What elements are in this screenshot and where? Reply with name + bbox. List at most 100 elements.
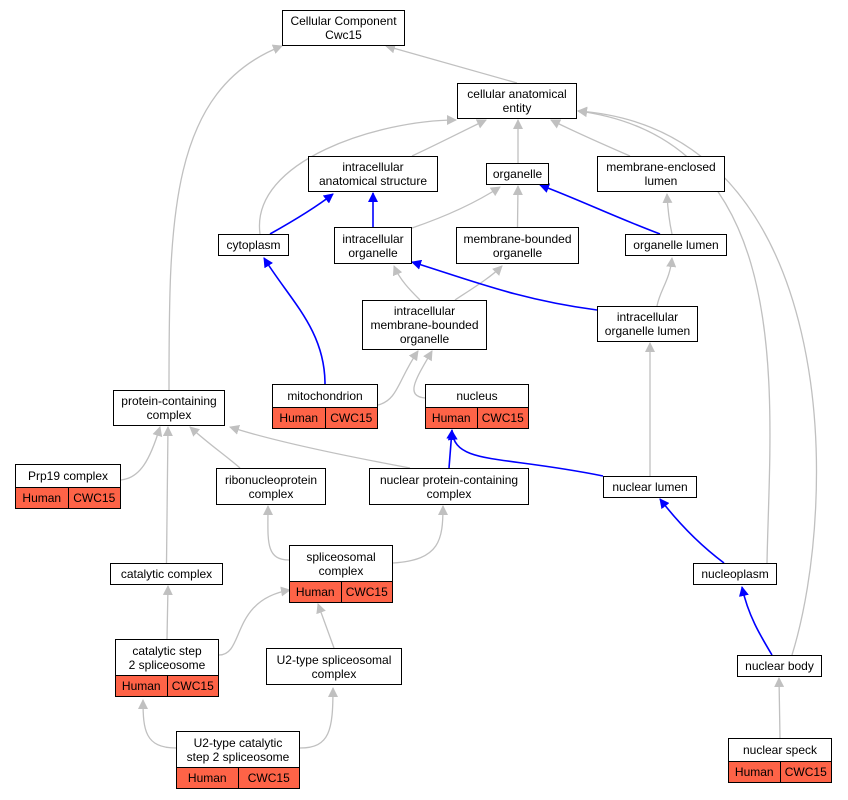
edge-is-a-pcc-to-root xyxy=(168,44,283,391)
edge-is-a-npl-to-cae xyxy=(577,107,771,564)
annotation-species[interactable]: Human xyxy=(121,679,161,693)
annotation-row: Human CWC15 xyxy=(116,675,218,696)
go-term-label-line: nucleoplasm xyxy=(701,567,769,581)
go-term-label-line: intracellular xyxy=(393,304,456,318)
edge-is-a-cs2-to-spl xyxy=(218,586,291,656)
annotation-row: Human CWC15 xyxy=(290,581,392,602)
go-term-label-line: membrane-bounded xyxy=(463,231,572,246)
edge-is-a-imbo-to-iorg xyxy=(392,265,421,301)
annotation-gene[interactable]: CWC15 xyxy=(340,582,393,602)
go-term-label-line: complex xyxy=(311,666,357,681)
annotation-gene[interactable]: CWC15 xyxy=(166,676,219,696)
annotation-gene[interactable]: CWC15 xyxy=(237,768,300,788)
edge-part-of-cyt-to-ias xyxy=(269,193,334,235)
edge-is-a-npcc-to-pcc xyxy=(229,425,411,469)
edge-is-a-nspeck-to-nbody xyxy=(774,677,785,739)
annotation-gene[interactable]: CWC15 xyxy=(476,408,529,428)
go-term-label-line: complex xyxy=(318,563,364,578)
go-term-label-line: U2-type catalytic xyxy=(193,735,283,750)
annotation-row: Human CWC15 xyxy=(729,761,831,782)
annotation-species[interactable]: Human xyxy=(279,411,319,425)
go-term-label-line: Cellular Component xyxy=(290,14,397,28)
annotation-species[interactable]: Human xyxy=(734,765,774,779)
go-term-label: mitochondrion xyxy=(273,385,377,407)
annotation-gene[interactable]: CWC15 xyxy=(324,408,378,428)
go-term-label-line: Cwc15 xyxy=(325,28,362,42)
go-term-node-org[interactable]: organelle xyxy=(486,163,549,185)
go-term-node-cat[interactable]: catalytic complex xyxy=(110,563,223,585)
go-term-node-nbody[interactable]: nuclear body xyxy=(737,655,822,677)
edge-is-a-mito-to-imbo xyxy=(377,350,419,406)
annotation-row: Human CWC15 xyxy=(177,767,299,788)
annotation-gene[interactable]: CWC15 xyxy=(779,762,832,782)
go-term-node-nlum[interactable]: nuclear lumen xyxy=(603,476,697,498)
annotation-species[interactable]: Human xyxy=(22,491,62,505)
go-term-label: nuclear body xyxy=(738,656,821,676)
go-term-label: nucleus xyxy=(426,385,528,407)
edge-is-a-u2cs2-to-cs2 xyxy=(138,699,177,749)
edge-is-a-u2cs2-to-u2 xyxy=(299,687,338,749)
go-term-label-line: organelle lumen xyxy=(604,324,691,338)
edge-is-a-ias-to-cae xyxy=(411,119,487,157)
go-term-label-line: spliceosomal xyxy=(306,549,376,564)
annotation-species[interactable]: Human xyxy=(295,585,335,599)
edge-is-a-cat-to-pcc xyxy=(162,426,173,564)
edge-is-a-spl-to-rnp xyxy=(262,505,290,561)
go-term-label-line: entity xyxy=(502,101,532,115)
edge-is-a-iol-to-olum xyxy=(656,257,677,307)
go-term-label-line: nucleus xyxy=(456,389,498,403)
go-term-label-line: mitochondrion xyxy=(287,389,363,403)
go-term-node-olum[interactable]: organelle lumen xyxy=(625,234,727,256)
edge-is-a-rnp-to-pcc xyxy=(189,426,241,469)
go-term-label-line: complex xyxy=(146,408,192,422)
go-term-node-cyt[interactable]: cytoplasm xyxy=(218,234,289,256)
go-term-label-line: intracellular xyxy=(342,160,404,174)
go-term-label-line: catalytic step xyxy=(132,643,202,658)
annotation-gene[interactable]: CWC15 xyxy=(67,488,121,508)
edge-is-a-spl-to-npcc xyxy=(392,505,448,564)
go-term-label-line: organelle xyxy=(492,167,543,181)
annotation-species[interactable]: Human xyxy=(431,411,471,425)
go-term-node-npl[interactable]: nucleoplasm xyxy=(693,563,777,585)
go-term-label: Prp19 complex xyxy=(16,465,120,487)
edge-is-a-cae-to-root xyxy=(385,43,518,84)
go-term-label: cytoplasm xyxy=(219,235,288,255)
edge-is-a-olum-to-mel xyxy=(662,193,673,235)
go-term-label-line: lumen xyxy=(644,174,678,188)
go-term-label: nucleoplasm xyxy=(694,564,776,584)
go-term-label-line: anatomical structure xyxy=(318,174,428,188)
annotation-species[interactable]: Human xyxy=(187,771,227,785)
go-term-label: organelle xyxy=(487,164,548,184)
